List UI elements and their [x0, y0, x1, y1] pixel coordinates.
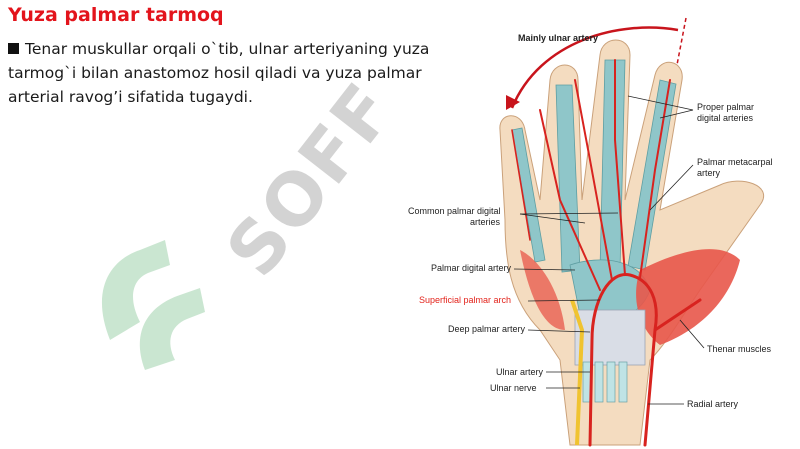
bullet-square-icon	[8, 43, 19, 54]
label-superficial-palmar-arch: Superficial palmar arch	[419, 295, 511, 305]
ulnar-dominance-arrow	[510, 26, 679, 109]
hypothenar-muscles	[520, 250, 565, 330]
label-common-palmar-2: arteries	[470, 217, 501, 227]
thenar-muscles	[636, 249, 740, 345]
label-ulnar-nerve: Ulnar nerve	[490, 383, 537, 393]
slide-body: Tenar muskullar orqali o`tib, ulnar arte…	[8, 37, 448, 109]
label-palmar-metacarpal-2: artery	[697, 168, 721, 178]
label-proper-palmar-1: Proper palmar	[697, 102, 754, 112]
label-common-palmar-1: Common palmar digital	[408, 206, 501, 216]
flexor-tendons	[511, 59, 677, 323]
arrow-head-icon	[506, 95, 520, 110]
wrist-tendons	[582, 361, 628, 403]
slide-body-text: Tenar muskullar orqali o`tib, ulnar arte…	[8, 40, 430, 106]
label-palmar-metacarpal-1: Palmar metacarpal	[697, 157, 773, 167]
label-proper-palmar-2: digital arteries	[697, 113, 754, 123]
label-ulnar-artery: Ulnar artery	[496, 367, 544, 377]
label-mainly-ulnar-artery: Mainly ulnar artery	[518, 33, 598, 43]
carpal-retinaculum	[574, 309, 646, 366]
arteries	[511, 59, 702, 447]
label-deep-palmar-artery: Deep palmar artery	[448, 324, 526, 334]
watermark-logo: SOFF	[70, 67, 411, 390]
slide-title: Yuza palmar tarmoq	[8, 4, 224, 26]
leader-lines	[513, 95, 705, 405]
axis-dash-line	[675, 17, 687, 71]
label-thenar-muscles: Thenar muscles	[707, 344, 772, 354]
label-radial-artery: Radial artery	[687, 399, 739, 409]
label-palmar-digital-artery: Palmar digital artery	[431, 263, 512, 273]
watermark-logo-icon	[101, 240, 205, 370]
ulnar-nerve	[570, 299, 585, 446]
